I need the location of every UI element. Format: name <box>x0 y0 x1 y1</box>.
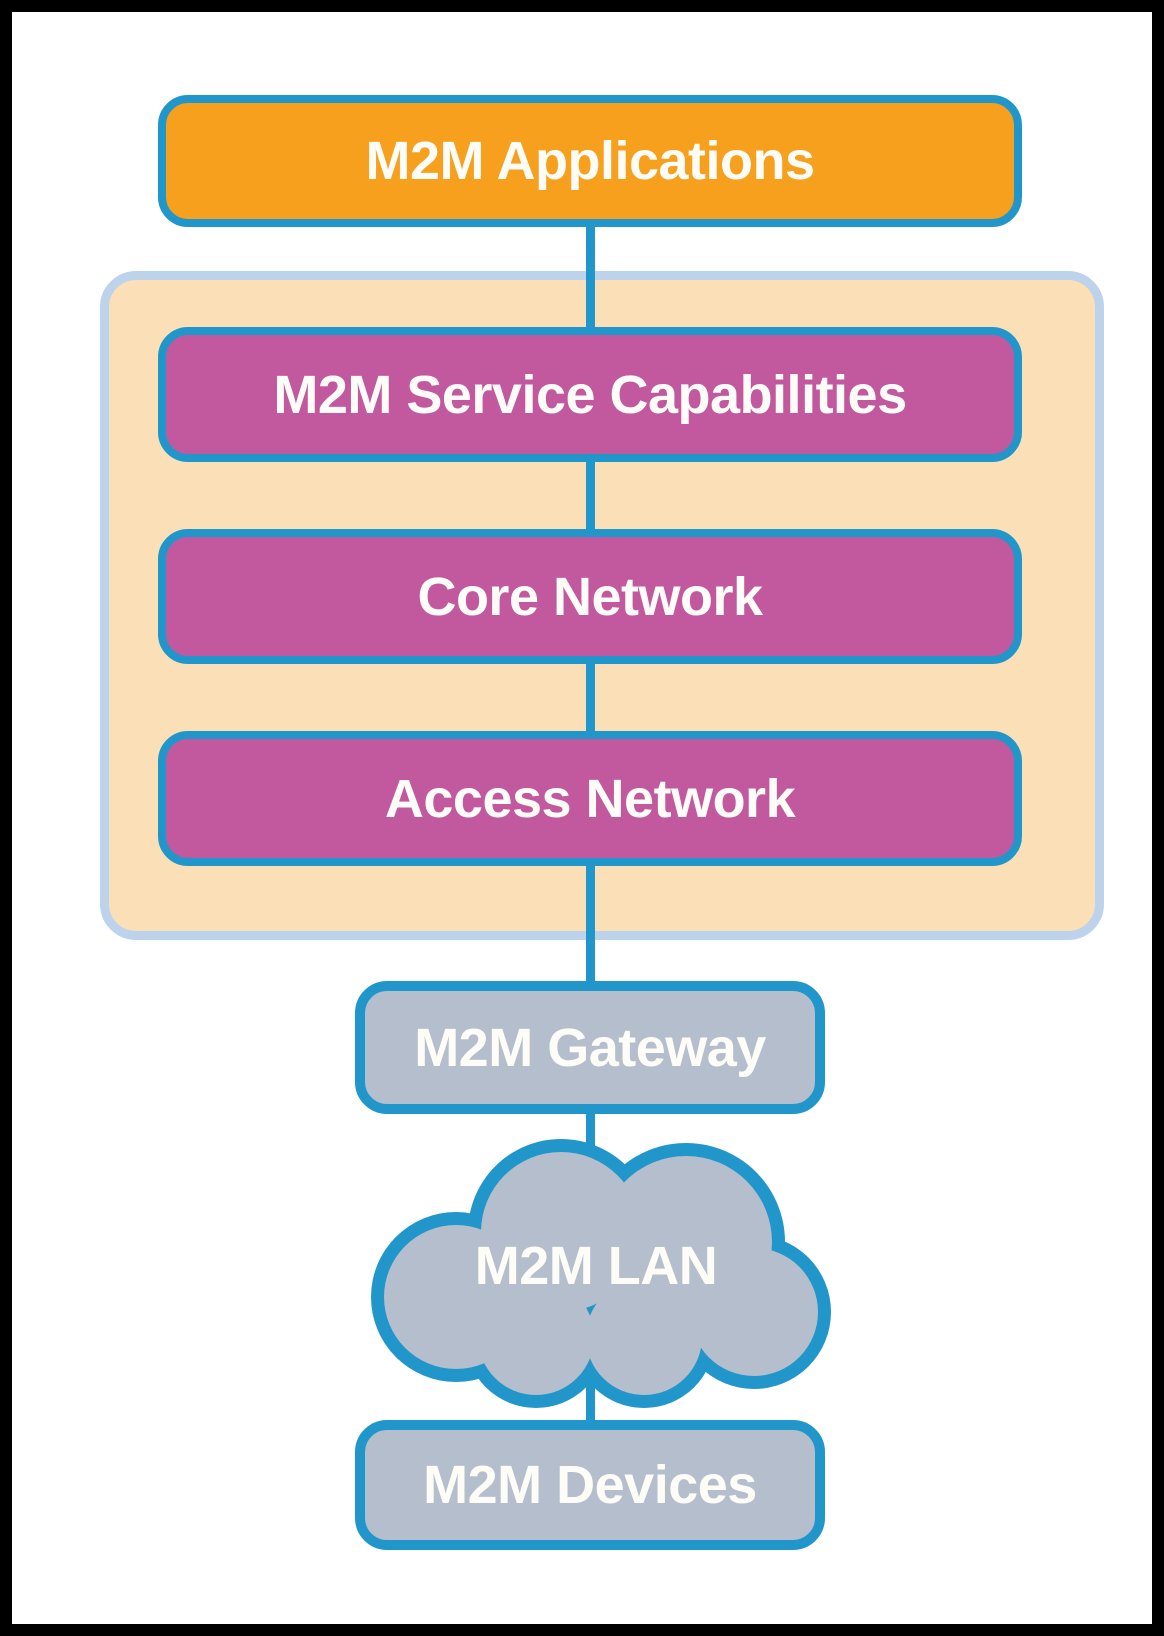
cloud-icon <box>371 1139 831 1408</box>
node-m2m-applications-label: M2M Applications <box>365 131 815 191</box>
node-m2m-devices: M2M Devices <box>355 1420 825 1550</box>
node-m2m-service-capabilities-label: M2M Service Capabilities <box>273 364 907 425</box>
connector-access-gateway <box>586 861 595 986</box>
node-m2m-gateway: M2M Gateway <box>355 981 825 1114</box>
node-m2m-applications: M2M Applications <box>158 95 1022 227</box>
node-core-network-label: Core Network <box>417 566 763 627</box>
node-m2m-gateway-label: M2M Gateway <box>414 1017 766 1078</box>
node-core-network: Core Network <box>158 529 1022 664</box>
node-access-network: Access Network <box>158 731 1022 866</box>
node-m2m-lan-label: M2M LAN <box>474 1236 718 1296</box>
node-access-network-label: Access Network <box>384 768 796 829</box>
connector-core-access <box>586 659 595 736</box>
node-m2m-service-capabilities: M2M Service Capabilities <box>158 327 1022 462</box>
connector-service-core <box>586 457 595 534</box>
node-m2m-devices-label: M2M Devices <box>423 1455 757 1515</box>
node-m2m-lan: M2M LAN <box>356 1137 836 1417</box>
connector-applications-service <box>586 222 595 332</box>
